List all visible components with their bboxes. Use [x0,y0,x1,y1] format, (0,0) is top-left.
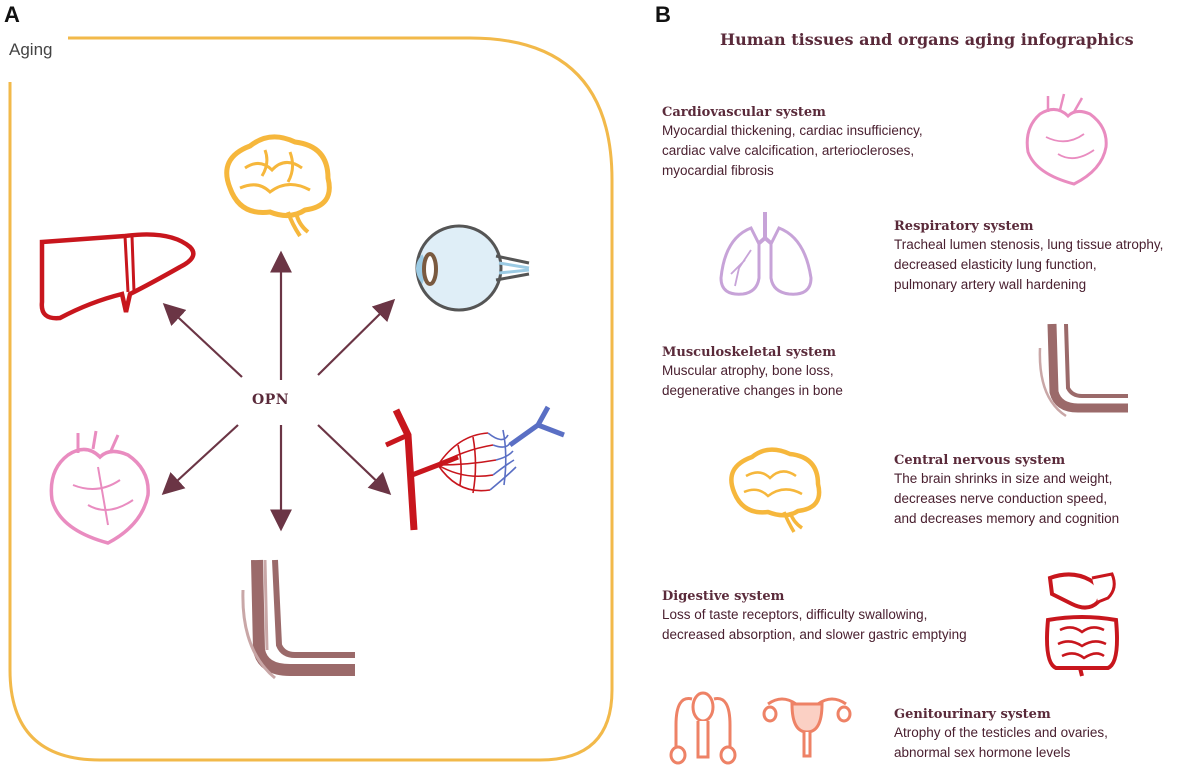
aging-frame [8,36,614,762]
system-line: degenerative changes in bone [662,383,843,398]
system-line: and decreases memory and cognition [894,511,1120,526]
system-title: Digestive system [662,589,785,604]
system-line: abnormal sex hormone levels [894,745,1071,760]
system-digestive: Digestive system Loss of taste receptors… [662,588,967,645]
muscle-bone-icon [241,559,355,680]
system-title: Musculoskeletal system [662,345,837,360]
system-title: Respiratory system [894,219,1034,234]
system-genitourinary: Genitourinary system Atrophy of the test… [894,706,1108,763]
infographic-title: Human tissues and organs aging infograph… [720,30,1134,49]
lungs-icon [719,212,813,296]
male-reproductive-icon [669,691,737,765]
arrow-to-liver [162,302,243,378]
system-title: Cardiovascular system [662,105,826,120]
brain-icon [729,447,822,533]
system-line: pulmonary artery wall hardening [894,277,1087,292]
system-line: Muscular atrophy, bone loss, [662,363,834,378]
system-line: The brain shrinks in size and weight, [894,471,1113,486]
system-title: Genitourinary system [894,707,1051,722]
system-cardiovascular: Cardiovascular system Myocardial thicken… [662,104,923,181]
system-line: myocardial fibrosis [662,163,774,178]
system-line: decreased absorption, and slower gastric… [662,627,967,642]
blood-vessels-icon [384,405,565,531]
system-line: Atrophy of the testicles and ovaries, [894,725,1108,740]
system-line: decreases nerve conduction speed, [894,491,1108,506]
system-line: Tracheal lumen stenosis, lung tissue atr… [894,237,1164,252]
system-musculoskeletal: Musculoskeletal system Muscular atrophy,… [662,344,843,401]
muscle-bone-icon [1038,323,1128,418]
female-reproductive-icon [762,697,852,758]
panel-a-letter: A [4,2,20,27]
system-central-nervous: Central nervous system The brain shrinks… [894,452,1119,529]
system-line: decreased elasticity lung function, [894,257,1097,272]
panel-b: B Human tissues and organs aging infogra… [640,0,1200,775]
brain-icon [224,134,332,238]
eye-icon [415,224,530,312]
arrow-to-vessels [317,424,392,496]
heart-icon [1025,93,1108,186]
system-respiratory: Respiratory system Tracheal lumen stenos… [894,218,1163,295]
arrow-to-eye [317,298,396,376]
liver-icon [39,232,196,321]
heart-icon [49,430,150,545]
system-line: Loss of taste receptors, difficulty swal… [662,607,928,622]
panel-a: A Aging OPN [4,2,614,762]
panel-b-letter: B [655,2,671,27]
arrow-to-heart [161,424,239,495]
digestive-tract-icon [1045,572,1119,677]
system-title: Central nervous system [894,453,1066,468]
system-line: Myocardial thickening, cardiac insuffici… [662,123,923,138]
opn-label: OPN [252,392,290,408]
system-line: cardiac valve calcification, arteriocler… [662,143,915,158]
aging-label: Aging [9,40,53,59]
